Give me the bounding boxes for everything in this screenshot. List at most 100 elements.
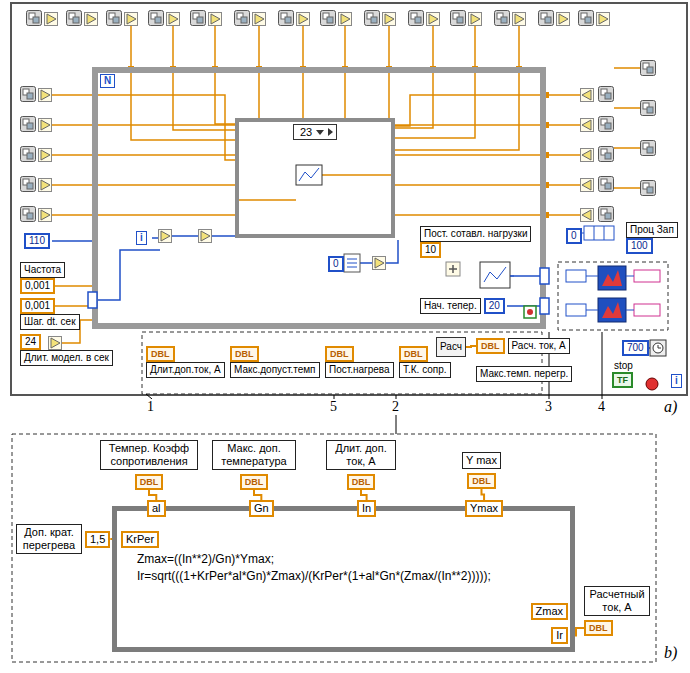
node-text: Gn [249,500,274,517]
input-icons [365,11,380,26]
dashed-regions [12,332,656,662]
callout-number: 5 [329,399,338,415]
node-text: Zmax [531,603,569,620]
input-icons [579,11,594,26]
input-icons [451,11,466,26]
node-text: DBL [399,346,428,362]
leader-lines [146,332,602,434]
graph-group [566,304,586,316]
orange-wires [549,95,580,215]
graph-group [602,270,622,286]
timer-and-stop [653,343,663,353]
numeric-control: Пост. сотавл. нагрузки10 [420,226,531,258]
node-text: Zmax=((In**2)/Gn)*Ymax; [137,551,560,568]
input-icons [27,11,42,26]
node-text: Темпер. Коэфф сопротивления [100,440,198,470]
while-loop [88,292,97,308]
graph-group [558,262,668,330]
panel-letter: b) [664,644,677,662]
input-icons [641,101,656,116]
node-text: 20 [484,298,505,314]
input-icons [67,11,82,26]
node-text: Макс. доп. температура [212,440,296,470]
selector-arrow [328,128,333,136]
formula-input: al [147,500,166,517]
node-text: Y max [462,452,501,469]
numeric-constant: Доп. крат. перегрева1,5 [16,524,110,554]
input-icons [107,11,122,26]
node-text: 0 [566,228,582,244]
numeric-control: Проц Зап100 [626,222,678,254]
orange-wires [52,95,92,215]
numeric-constant: 700 [622,340,649,356]
node-text: Длит. доп. ток, А [326,440,396,470]
subvi-box: Расч [436,337,466,357]
input-icons [39,209,52,222]
orange-wires [614,68,640,188]
loop-icons [584,226,614,240]
timer-and-stop [646,340,666,390]
input-icons [495,11,510,26]
iteration-terminal: i [136,231,147,245]
input-icons [49,337,62,350]
input-icons [191,11,206,26]
iteration-terminal: i [671,374,682,388]
dbl-control: DBLМакс.допуст.темп [230,346,320,378]
numeric-constant: 0 [328,256,344,272]
input-icons [85,13,98,26]
input-icons [235,11,250,26]
input-icons [581,179,594,192]
node-text: 0,001 [20,298,55,314]
input-icons [209,13,222,26]
input-icons [599,117,614,132]
wire [361,490,367,500]
numeric-constant: 0 [566,228,582,244]
node-text: 10 [420,242,441,258]
panel-letter: a) [664,398,677,416]
input-icons [513,13,526,26]
input-icons [383,13,396,26]
input-icons [581,149,594,162]
node-text: Проц Зап [626,222,678,238]
graph-group [602,302,622,318]
node-text: DBL [476,338,505,354]
input-icons [599,207,614,222]
callout-number: 2 [391,399,400,415]
input-icons [21,11,656,350]
screen-frame [11,3,687,395]
dbl-control: DBLПост.нагрева [325,346,394,378]
graph-group [598,298,626,322]
wire [481,489,484,500]
node-text: Длит.доп.ток, А [146,362,225,378]
input-icons [599,177,614,192]
leader-lines [146,332,602,434]
loop-icons [449,265,457,273]
loop-icons [199,230,212,243]
input-icons [641,61,656,76]
input-icons [39,149,52,162]
node-text: Пост.нагрева [325,362,394,378]
formula-input: KrPer [121,531,159,548]
formula-output: Ir [551,627,568,644]
input-icons [39,89,52,102]
while-loop [540,298,549,314]
input-icons [581,119,594,132]
input-icons [321,11,336,26]
stop-control: stopTF [612,360,635,388]
input-icons [45,13,58,26]
node-text: DBL [240,474,269,490]
formula-output: Zmax [531,603,569,620]
numeric-control: Нач. тепер.20 [420,298,505,314]
node-text: 700 [622,340,649,356]
node-text: stop [612,360,635,372]
screen-frame [11,3,687,395]
dbl-control: Y maxDBL [462,452,501,489]
wire [254,490,261,500]
blue-wires [52,236,650,348]
loop-icons [299,168,319,181]
node-text: 0,001 [20,278,55,294]
input-icons [641,181,656,196]
formula-input: Ymax [465,500,503,517]
input-icons [21,117,36,132]
loop-icons [296,165,322,185]
